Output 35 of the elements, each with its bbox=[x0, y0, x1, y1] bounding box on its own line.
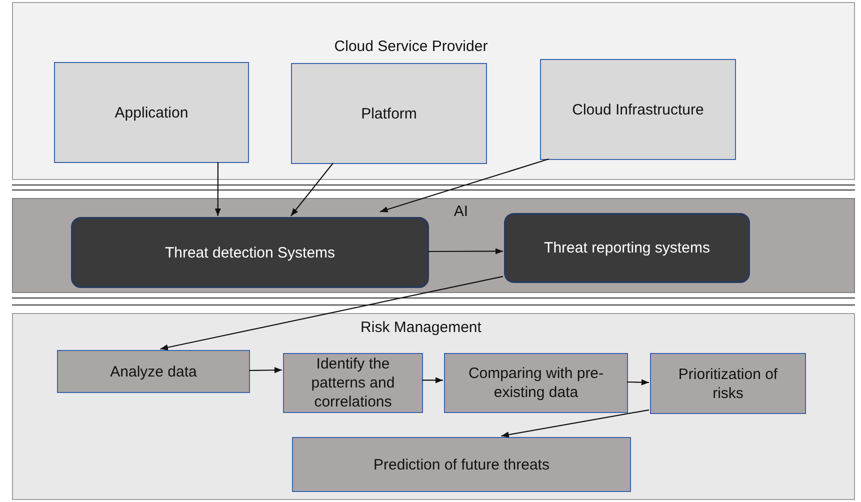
box-label: Threat detection Systems bbox=[164, 243, 336, 262]
process-box bbox=[283, 353, 423, 413]
box-label: Threat reporting systems bbox=[543, 238, 711, 258]
box-label: Comparing with pre-existing data bbox=[467, 364, 605, 402]
arrow bbox=[422, 377, 443, 384]
system-box bbox=[504, 213, 750, 283]
arrow bbox=[380, 158, 549, 212]
section-band bbox=[12, 2, 855, 180]
box-label: Analyze data bbox=[109, 362, 198, 381]
process-box bbox=[444, 353, 628, 413]
arrow bbox=[214, 162, 221, 216]
arrow bbox=[290, 162, 334, 216]
process-box bbox=[54, 62, 249, 163]
box-label: Prioritization of risks bbox=[677, 364, 779, 402]
arrow bbox=[249, 367, 282, 374]
section-band bbox=[12, 313, 855, 500]
arrow bbox=[501, 409, 650, 438]
process-box bbox=[650, 353, 806, 414]
section-title: Risk Management bbox=[360, 318, 482, 337]
process-box bbox=[292, 437, 631, 492]
process-box bbox=[540, 59, 736, 160]
arrow bbox=[160, 276, 504, 350]
system-box bbox=[71, 217, 429, 288]
process-box bbox=[291, 63, 487, 164]
box-label: Application bbox=[114, 103, 190, 122]
box-label: Platform bbox=[360, 104, 418, 123]
arrow bbox=[428, 248, 503, 254]
box-label: Cloud Infrastructure bbox=[571, 100, 705, 119]
process-box bbox=[57, 350, 250, 393]
arrow bbox=[626, 379, 650, 386]
section-title: Cloud Service Provider bbox=[333, 37, 489, 56]
box-label: Identify the patterns and correlations bbox=[310, 354, 396, 412]
section-band bbox=[12, 198, 855, 293]
section-title: AI bbox=[452, 202, 470, 221]
box-label: Prediction of future threats bbox=[372, 455, 550, 474]
